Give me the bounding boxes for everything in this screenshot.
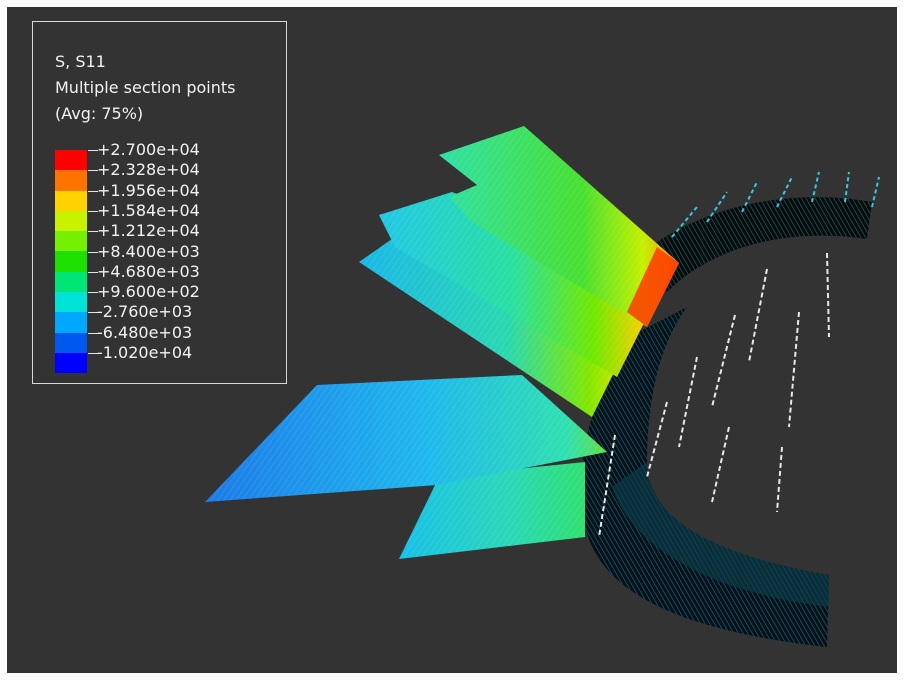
legend-value-label: +9.600e+02 bbox=[97, 282, 200, 302]
legend-value-label: +2.700e+04 bbox=[97, 140, 200, 159]
section-lines bbox=[598, 252, 830, 538]
legend-tick bbox=[88, 332, 98, 334]
legend-swatch bbox=[55, 231, 87, 252]
legend-tick bbox=[88, 292, 98, 294]
legend-swatch bbox=[55, 210, 87, 232]
model-render bbox=[205, 126, 880, 647]
legend-value-label: +4.680e+03 bbox=[97, 261, 200, 281]
legend-value-label: -1.020e+04 bbox=[97, 343, 193, 362]
model-viewport[interactable]: S, S11 Multiple section points (Avg: 75%… bbox=[7, 7, 897, 673]
legend-swatch bbox=[55, 312, 87, 333]
legend-color-bar bbox=[55, 150, 87, 374]
contour-legend: S, S11 Multiple section points (Avg: 75%… bbox=[32, 21, 287, 384]
legend-tick bbox=[88, 231, 98, 233]
plate-top bbox=[439, 126, 679, 327]
legend-tick bbox=[88, 150, 98, 151]
rim-ticks bbox=[671, 171, 880, 238]
legend-swatch bbox=[55, 271, 87, 293]
legend-value-label: +1.212e+04 bbox=[97, 221, 200, 241]
legend-value-label: -2.760e+03 bbox=[97, 302, 193, 322]
legend-tick bbox=[88, 170, 98, 172]
legend-swatch bbox=[55, 150, 87, 171]
legend-title-variable: S, S11 bbox=[55, 52, 106, 71]
plate-blue bbox=[205, 375, 607, 502]
legend-value-label: -6.480e+03 bbox=[97, 322, 193, 342]
legend-swatch bbox=[55, 251, 87, 272]
legend-swatch bbox=[55, 190, 87, 211]
legend-swatch bbox=[55, 332, 87, 353]
legend-tick bbox=[88, 210, 98, 212]
legend-tick bbox=[88, 312, 98, 314]
plate-lower bbox=[359, 232, 629, 417]
legend-swatch bbox=[55, 292, 87, 313]
curved-shell bbox=[581, 197, 872, 647]
legend-title-averaging: (Avg: 75%) bbox=[55, 104, 144, 123]
legend-swatch bbox=[55, 352, 87, 374]
legend-value-label: +2.328e+04 bbox=[97, 160, 200, 180]
legend-tick bbox=[88, 353, 98, 354]
legend-value-label: +1.956e+04 bbox=[97, 180, 200, 200]
legend-value-label: +1.584e+04 bbox=[97, 200, 200, 220]
legend-tick bbox=[88, 251, 98, 253]
plate-bottom bbox=[399, 462, 585, 559]
plate-middle bbox=[379, 192, 647, 377]
legend-tick bbox=[88, 190, 98, 192]
legend-tick bbox=[88, 271, 98, 273]
legend-value-label: +8.400e+03 bbox=[97, 241, 200, 261]
legend-swatch bbox=[55, 170, 87, 191]
legend-title-section: Multiple section points bbox=[55, 78, 236, 97]
